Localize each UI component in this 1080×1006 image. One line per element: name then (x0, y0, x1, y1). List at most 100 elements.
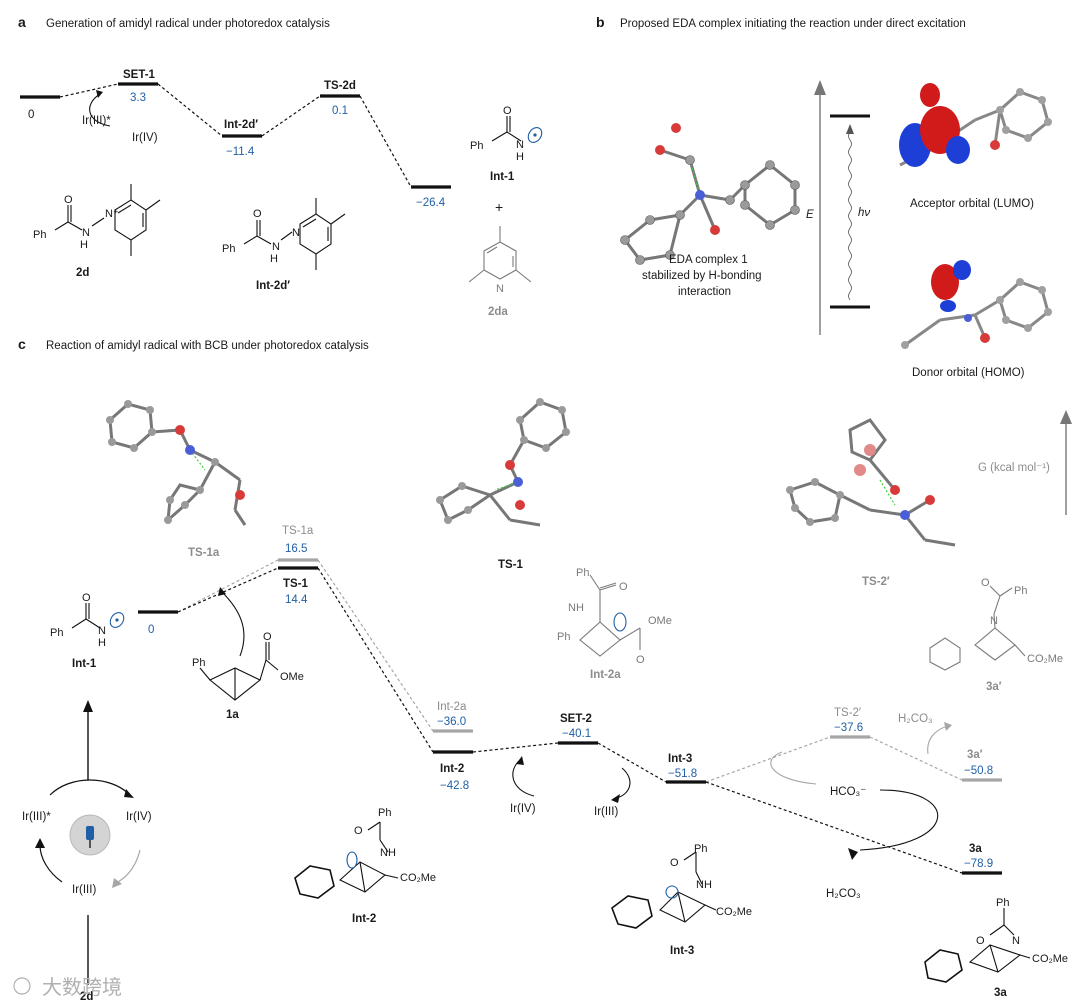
int3-structure (611, 851, 717, 929)
ts2p-model (786, 418, 956, 547)
lutidine-2da-structure (468, 226, 532, 283)
level-3ap-name: 3a′ (967, 749, 983, 761)
panel-c-title: Reaction of amidyl radical with BCB unde… (46, 340, 369, 352)
p3a-ph: Ph (996, 897, 1009, 909)
ts1-structure-label: TS-1 (498, 559, 524, 571)
int2-co2me: CO₂Me (400, 872, 436, 884)
int2-o: O (354, 825, 363, 837)
homo-model (901, 260, 1052, 349)
panel-c-energy-profile (138, 558, 1002, 875)
excitation-label: hν (858, 207, 870, 219)
cycle-right-arc (117, 849, 141, 883)
int3-label: Int-3 (670, 945, 694, 957)
int2a-o2: O (636, 654, 645, 666)
g-axis-label: G (kcal mol⁻¹) (978, 462, 1050, 474)
level-ts1-name: TS-1 (283, 578, 309, 590)
level-int2a-name: Int-2a (437, 701, 467, 713)
radical-dot-icon (533, 133, 537, 137)
cycle-right-arrowhead (112, 878, 122, 888)
int2a-ph2: Ph (557, 631, 570, 643)
2d-o: O (64, 194, 73, 206)
p3a-n: N (1012, 935, 1020, 947)
hco3-black-arrow (859, 789, 939, 851)
cycle-ir3: Ir(III) (72, 884, 96, 896)
int1-label-a: Int-1 (490, 171, 515, 183)
int3-o: O (670, 857, 679, 869)
eda-caption-3: interaction (678, 286, 731, 298)
int3-co2me: CO₂Me (716, 906, 752, 918)
catalyst-in-label: Ir(III)* (82, 115, 111, 127)
2d-n: N (82, 227, 90, 239)
level-c-int1-value: 0 (148, 624, 154, 636)
panel-a-title: Generation of amidyl radical under photo… (46, 18, 330, 30)
2d-nplus: N⁺ (105, 208, 119, 220)
level-set2-value: −40.1 (562, 728, 591, 740)
reactant-label: 2d (76, 267, 89, 279)
hco3-label: HCO₃⁻ (830, 786, 866, 798)
2d-h: H (80, 239, 88, 251)
int1-o-a: O (503, 105, 512, 117)
level-int2-name: Int-2 (440, 763, 464, 775)
int3-ph: Ph (694, 843, 707, 855)
level-ts2p-value: −37.6 (834, 722, 863, 734)
cycle-top-arrowhead (124, 789, 134, 798)
cycle-up-arrowhead (83, 700, 93, 712)
hco3-gray-arrow (770, 751, 817, 785)
int1-ph-c: Ph (50, 627, 63, 639)
level-a-end-value: −26.4 (416, 197, 446, 209)
p3ap-structure (929, 585, 1026, 671)
int1-structure-a (491, 116, 543, 143)
watermark-logo-icon (13, 977, 31, 995)
cycle-bottom-label: 2d (80, 991, 93, 1003)
int2d-n: N (272, 241, 280, 253)
set2-out-arrow (615, 767, 631, 799)
bcb-addition-arrowhead (218, 587, 226, 596)
eda-complex-model (620, 123, 800, 265)
int2d-o: O (253, 208, 262, 220)
level-int2a-value: −36.0 (437, 716, 466, 728)
g-axis-arrowhead (1060, 410, 1072, 424)
int1-structure-c (71, 603, 125, 629)
panel-a-energy-profile (20, 82, 451, 189)
p3a-o: O (976, 935, 985, 947)
eda-caption-1: EDA complex 1 (669, 254, 748, 266)
int2-label: Int-2 (352, 913, 376, 925)
int2a-ph: Ph (576, 567, 589, 579)
level-int2-value: −42.8 (440, 780, 469, 792)
panel-c-connectors (177, 559, 963, 874)
excitation-arrowhead (846, 124, 854, 134)
reactant-2d-structure (54, 184, 161, 256)
int1-h-c: H (98, 637, 106, 649)
int2-nh: NH (380, 847, 396, 859)
set2-in-arrow (512, 759, 535, 797)
int2a-o: O (619, 581, 628, 593)
p3a-label: 3a (994, 987, 1007, 999)
p3ap-n: N (990, 615, 998, 627)
plus-sign: + (495, 199, 503, 215)
cycle-ir4: Ir(IV) (126, 811, 152, 823)
lumo-model (899, 83, 1052, 167)
h2co3-top: H₂CO₃ (898, 713, 933, 725)
set2-in-arrowhead (516, 756, 524, 765)
int2d-structure (243, 198, 346, 270)
cycle-left-arrowhead (35, 838, 45, 848)
light-bulb-core (86, 826, 94, 840)
bcb-ome: OMe (280, 671, 304, 683)
panel-b-title: Proposed EDA complex initiating the reac… (620, 18, 966, 30)
int2a-ome: OMe (648, 615, 672, 627)
bcb-ph: Ph (192, 657, 205, 669)
lumo-label: Acceptor orbital (LUMO) (910, 198, 1034, 210)
watermark: 大数跨境 (42, 976, 122, 999)
level-ts1-value: 14.4 (285, 594, 308, 606)
ir-iv-in-label: Ir(IV) (510, 803, 536, 815)
int1-n-a: N (516, 139, 524, 151)
level-3ap-value: −50.8 (964, 765, 993, 777)
cycle-ir3star: Ir(III)* (22, 811, 51, 823)
energy-axis-arrowhead (814, 80, 826, 95)
p3ap-ph: Ph (1014, 585, 1027, 597)
p3ap-o: O (981, 577, 990, 589)
byproduct-label: 2da (488, 306, 508, 318)
level-int2d-value: −11.4 (226, 146, 255, 158)
level-ts2p-name: TS-2′ (834, 707, 861, 719)
